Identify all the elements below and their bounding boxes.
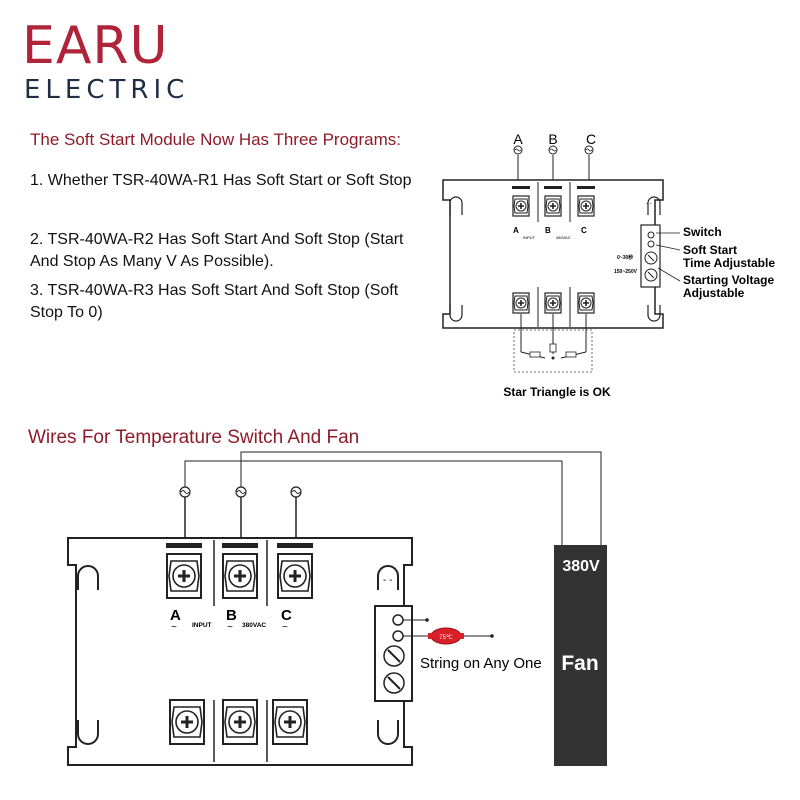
program-item-3: 3. TSR-40WA-R3 Has Soft Start And Soft S… — [30, 282, 399, 321]
ac-symbol-b — [235, 486, 247, 498]
large-screw-c — [276, 552, 314, 600]
term-b-label: B — [226, 607, 237, 624]
small-term-c: C — [581, 226, 587, 235]
small-ac-symbol-a — [513, 145, 523, 155]
tilde-b: ~ — [227, 622, 233, 633]
small-phase-a: A — [513, 131, 523, 147]
large-screw-out-2 — [221, 698, 259, 746]
fan-wire-a — [184, 460, 563, 546]
large-screw-out-3 — [271, 698, 309, 746]
fan-voltage-label: 380V — [562, 558, 600, 575]
large-voltage-label: 380VAC — [242, 622, 266, 629]
small-screw-out-2 — [544, 292, 562, 314]
large-screw-out-1 — [168, 698, 206, 746]
small-ac-symbol-c — [584, 145, 594, 155]
fan-wire-b — [240, 451, 602, 546]
large-dash-mark: - - — [383, 575, 392, 586]
star-triangle-caption: Star Triangle is OK — [503, 385, 611, 399]
large-screw-a — [165, 552, 203, 600]
ac-symbol-a — [179, 486, 191, 498]
star-load — [513, 314, 593, 373]
small-phase-b: B — [548, 131, 557, 147]
large-ssr-diagram: A B C ~ ~ ~ INPUT 380VAC - - 75℃ String … — [67, 451, 607, 766]
large-input-label: INPUT — [192, 622, 212, 629]
small-time-knob — [644, 251, 658, 265]
fan-label: Fan — [561, 652, 598, 675]
small-screw-a — [512, 195, 530, 217]
small-voltage-range: 150~250V — [614, 269, 638, 275]
string-label: String on Any One — [420, 655, 542, 672]
logo-wordmark: EARU — [22, 16, 169, 76]
soft-start-label-2: Time Adjustable — [683, 256, 775, 270]
brand-logo: EARU ELECTRIC — [22, 16, 222, 104]
wires-heading: Wires For Temperature Switch And Fan — [28, 427, 360, 448]
switch-label: Switch — [683, 225, 722, 239]
temperature-switch: 75℃ — [428, 627, 464, 645]
ac-symbol-c — [290, 486, 302, 498]
small-term-a: A — [513, 226, 519, 235]
small-phase-c: C — [586, 131, 596, 147]
time-knob — [383, 645, 405, 667]
small-voltage-knob — [644, 268, 658, 282]
program-item-2: 2. TSR-40WA-R2 Has Soft Start And Soft S… — [30, 231, 404, 270]
tilde-a: ~ — [171, 622, 177, 633]
small-dash-mark: - - — [646, 201, 652, 207]
small-time-range: 0~30秒 — [617, 254, 633, 261]
terminal-dot-1 — [392, 614, 404, 626]
small-screw-out-3 — [577, 292, 595, 314]
large-screw-b — [221, 552, 259, 600]
soft-start-label-1: Soft Start — [683, 243, 737, 257]
small-ssr-body — [442, 179, 664, 329]
term-a-label: A — [170, 607, 181, 624]
large-ssr-body — [67, 537, 413, 766]
programs-heading: The Soft Start Module Now Has Three Prog… — [30, 130, 402, 149]
small-screw-out-1 — [512, 292, 530, 314]
starting-voltage-label-2: Adjustable — [683, 286, 745, 300]
tilde-c: ~ — [282, 622, 288, 633]
small-input-label: INPUT — [523, 235, 536, 240]
fan-unit — [554, 545, 607, 766]
small-voltage-label: 380VAC — [556, 235, 571, 240]
small-ac-symbol-b — [548, 145, 558, 155]
small-ssr-diagram: A B C A B C INPUT 380VAC - - 0~30秒 150~2… — [442, 131, 775, 399]
terminal-dot-2 — [392, 630, 404, 642]
voltage-knob — [383, 672, 405, 694]
small-screw-b — [544, 195, 562, 217]
starting-voltage-label-1: Starting Voltage — [683, 273, 774, 287]
small-term-b: B — [545, 226, 551, 235]
thermo-label: 75℃ — [439, 635, 453, 641]
small-screw-c — [577, 195, 595, 217]
program-item-1: 1. Whether TSR-40WA-R1 Has Soft Start or… — [30, 172, 412, 189]
logo-subtitle: ELECTRIC — [24, 75, 190, 105]
term-c-label: C — [281, 607, 292, 624]
